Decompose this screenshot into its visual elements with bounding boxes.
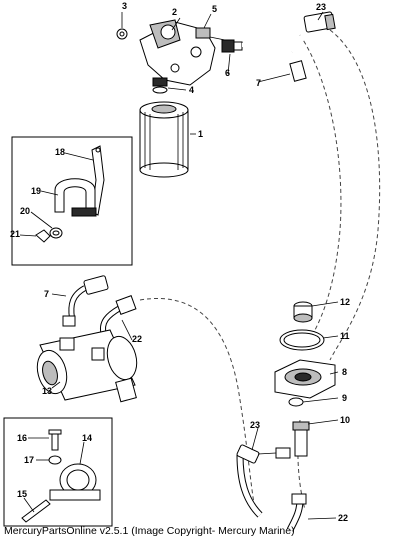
callout-11: 11: [340, 331, 350, 341]
filter-adapter-lower: [274, 301, 336, 457]
callout-13: 13: [42, 386, 52, 396]
callout-10: 10: [340, 415, 350, 425]
callout-23-lower: 23: [250, 420, 260, 430]
callout-numbers: 1 2 3 4 5 6 7 7 8 9 10 11 12 13 14 15 16…: [10, 1, 350, 523]
nipple-item-4: [152, 77, 168, 94]
callout-14: 14: [82, 433, 92, 443]
callout-17: 17: [24, 455, 34, 465]
hose-item-22-lower: [286, 493, 307, 532]
callout-22-lower: 22: [338, 513, 348, 523]
filter-adapter-bracket: [139, 19, 226, 86]
callout-16: 16: [17, 433, 27, 443]
callout-12: 12: [340, 297, 350, 307]
fitting-item-6: [221, 39, 243, 53]
callout-20: 20: [20, 206, 30, 216]
image-caption: MercuryPartsOnline v2.5.1 (Image Copyrig…: [4, 525, 295, 537]
callout-23-upper: 23: [316, 2, 326, 12]
clamp-bracket-assembly: [35, 145, 105, 243]
inset-clamp-box: [3, 417, 113, 527]
callout-2: 2: [172, 7, 177, 17]
callout-5: 5: [212, 4, 217, 14]
hose-lower-left: [62, 275, 109, 327]
callout-1: 1: [198, 129, 203, 139]
inset-bracket-box: [11, 136, 133, 266]
fitting-item-5: [195, 27, 211, 39]
oil-filter: [139, 101, 189, 178]
leader-lines: [19, 11, 339, 520]
nut-item-3: [116, 28, 128, 40]
callout-21: 21: [10, 229, 20, 239]
hose-item-23-lower: [236, 444, 291, 518]
hose-routing-lines: [139, 29, 381, 511]
callout-9: 9: [342, 393, 347, 403]
callout-19: 19: [31, 186, 41, 196]
callout-7-lower: 7: [44, 289, 49, 299]
callout-7-upper: 7: [256, 78, 261, 88]
callout-22-upper: 22: [132, 334, 142, 344]
callout-15: 15: [17, 489, 27, 499]
cooler-clamp-assembly: [21, 429, 101, 523]
callout-3: 3: [122, 1, 127, 11]
callout-18: 18: [55, 147, 65, 157]
callout-6: 6: [225, 68, 230, 78]
hose-upper: [241, 11, 336, 82]
callout-8: 8: [342, 367, 347, 377]
callout-4: 4: [189, 85, 194, 95]
